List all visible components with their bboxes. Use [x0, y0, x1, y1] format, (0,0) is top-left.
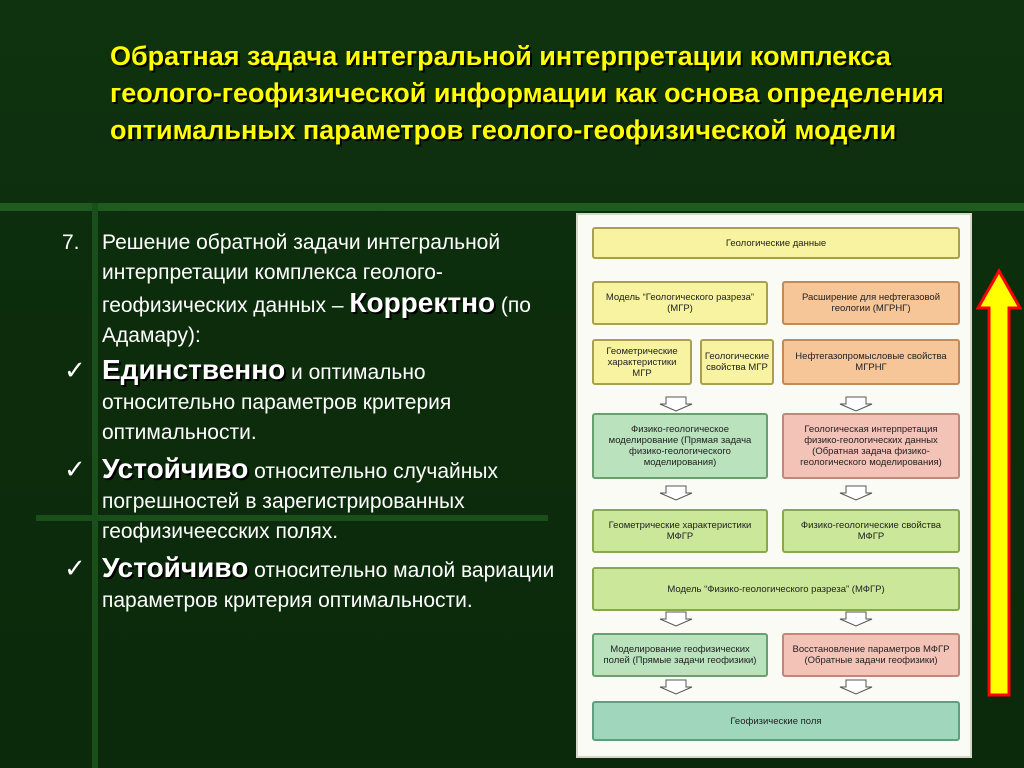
emphasis-unique: Единственно [102, 354, 286, 385]
down-arrow-5 [659, 611, 693, 627]
box-phys-geo-model: Физико-геологическое моделирование (Прям… [592, 413, 768, 479]
emphasis-correct: Корректно [349, 287, 496, 318]
down-arrow-7 [659, 679, 693, 695]
box-restore: Восстановление параметров МФГР (Обратные… [782, 633, 960, 677]
checkmark-icon: ✓ [64, 355, 86, 385]
box-extension: Расширение для нефтегазовой геологии (МГ… [782, 281, 960, 325]
box-model-mfgr: Модель “Физико-геологического разреза” (… [592, 567, 960, 611]
down-arrow-3 [659, 485, 693, 501]
box-field-model: Моделирование геофизических полей (Прямы… [592, 633, 768, 677]
body-text: 7. Решение обратной задачи интегральной и… [62, 228, 562, 618]
box-fields: Геофизические поля [592, 701, 960, 741]
item-text: относительно малой вариации параметров к… [102, 559, 555, 612]
box-geom-char-mfgr: Геометрические характеристики МФГР [592, 509, 768, 553]
box-geom-char: Геометрические характеристики МГР [592, 339, 692, 385]
box-model-mgr: Модель “Геологического разреза” (МГР) [592, 281, 768, 325]
list-item-stable-1: ✓ Устойчиво относительно случайных погреш… [62, 454, 562, 547]
down-arrow-6 [839, 611, 873, 627]
emphasis-stable: Устойчиво [102, 453, 249, 484]
slide-title: Обратная задача интегральной интерпретац… [110, 41, 944, 145]
down-arrow-2 [839, 396, 873, 412]
item-text: относительно случайных погрешностей в за… [102, 460, 498, 543]
flow-diagram: Геологические данные Модель “Геологическ… [576, 213, 972, 758]
checkmark-icon: ✓ [64, 454, 86, 484]
item-text: Решение обратной задачи интегральной инт… [102, 231, 501, 317]
emphasis-stable: Устойчиво [102, 552, 249, 583]
horizontal-divider [36, 515, 548, 521]
divider-band [0, 203, 1024, 211]
list-item-stable-2: ✓ Устойчиво относительно малой вариации п… [62, 553, 562, 616]
item-text-tail: (по Адамару): [102, 294, 531, 347]
box-phys-props-mfgr: Физико-геологические свойства МФГР [782, 509, 960, 553]
down-arrow-8 [839, 679, 873, 695]
box-geo-props: Геологические свойства МГР [700, 339, 774, 385]
item-text: и оптимально относительно параметров кри… [102, 361, 452, 444]
down-arrow-4 [839, 485, 873, 501]
item-number: 7. [62, 231, 80, 254]
checkmark-icon: ✓ [64, 553, 86, 583]
diagram-arrows [659, 396, 873, 695]
vertical-divider [92, 203, 98, 768]
list-item-unique: ✓ Единственно и оптимально относительно п… [62, 355, 562, 448]
down-arrow-1 [659, 396, 693, 412]
box-geo-data: Геологические данные [592, 227, 960, 259]
up-arrow-icon [976, 268, 1022, 697]
box-geo-interp: Геологическая интерпретация физико-геоло… [782, 413, 960, 479]
box-oil-props: Нефтегазопромысловые свойства МГРНГ [782, 339, 960, 385]
list-item-7: 7. Решение обратной задачи интегральной и… [62, 228, 562, 351]
